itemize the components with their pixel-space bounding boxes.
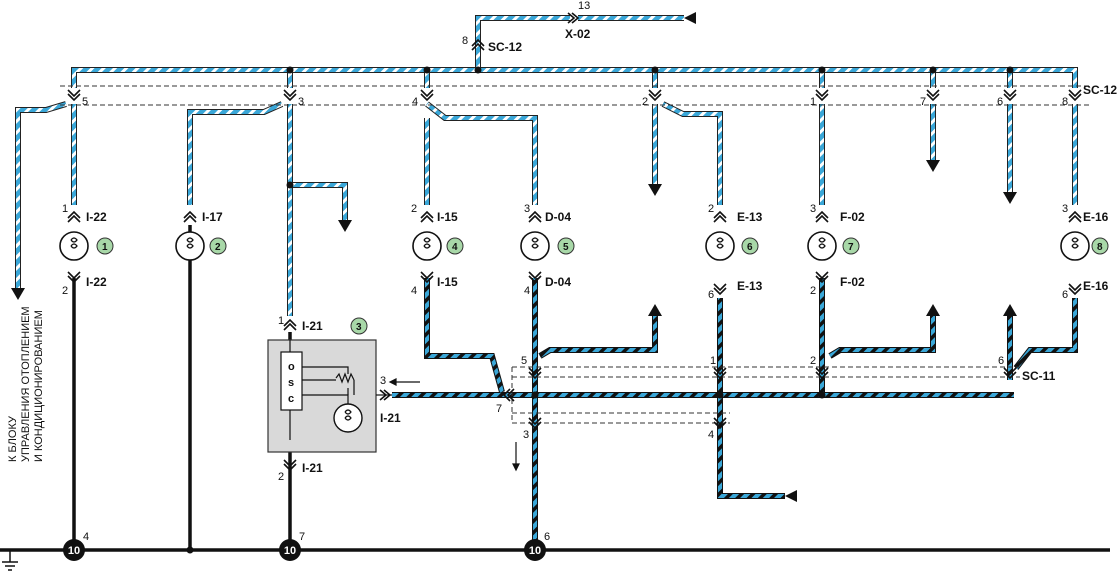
svg-text:5: 5: [521, 355, 527, 367]
svg-text:o: o: [288, 361, 295, 373]
svg-text:6: 6: [708, 289, 714, 301]
svg-text:5: 5: [82, 96, 88, 108]
svg-text:3: 3: [356, 322, 362, 333]
sc12-bus-name: SC-12: [1083, 83, 1117, 97]
svg-text:I-15: I-15: [437, 275, 458, 289]
svg-text:I-15: I-15: [437, 210, 458, 224]
svg-text:2: 2: [810, 355, 816, 367]
svg-text:I-22: I-22: [86, 210, 107, 224]
svg-text:7: 7: [848, 242, 854, 253]
svg-text:2: 2: [810, 285, 816, 297]
module-i21: [267, 317, 392, 453]
svg-text:3: 3: [523, 429, 529, 441]
svg-text:3: 3: [298, 96, 304, 108]
svg-text:2: 2: [278, 471, 284, 483]
connector-sc11-bus: [511, 366, 1020, 424]
sc11-labels: 5 1 2 6 7 3 4 SC-11: [496, 355, 1056, 441]
svg-text:1: 1: [102, 242, 108, 253]
svg-text:10: 10: [284, 545, 296, 557]
svg-text:I-21: I-21: [380, 411, 401, 425]
svg-text:6: 6: [1062, 289, 1068, 301]
wires-blue-white: [15, 15, 1078, 316]
svg-text:3: 3: [524, 203, 530, 215]
svg-text:2: 2: [411, 203, 417, 215]
svg-text:c: c: [288, 393, 294, 405]
sc12-top-pin: 8: [462, 35, 468, 47]
svg-text:4: 4: [452, 242, 458, 253]
x02-pin: 13: [578, 0, 590, 12]
svg-text:6: 6: [998, 355, 1004, 367]
svg-text:К БЛОКУ: К БЛОКУ: [7, 415, 19, 462]
wires-blue-black: [392, 278, 1078, 550]
svg-text:7: 7: [496, 403, 502, 415]
sc11-name: SC-11: [1022, 369, 1056, 383]
side-caption: К БЛОКУ УПРАВЛЕНИЯ ОТОПЛЕНИЕМ И КОНДИЦИО…: [7, 306, 45, 462]
svg-text:F-02: F-02: [840, 210, 865, 224]
connector-chevrons: [67, 12, 1082, 472]
lamp-symbols: [59, 231, 1090, 261]
svg-text:E-16: E-16: [1083, 279, 1109, 293]
svg-text:I-21: I-21: [302, 461, 323, 475]
svg-text:И КОНДИЦИОНИРОВАНИЕМ: И КОНДИЦИОНИРОВАНИЕМ: [33, 310, 45, 462]
module-labels: 1 I-21 3 3 I-21 2 I-21 o s c: [278, 315, 401, 483]
svg-text:6: 6: [544, 531, 550, 543]
signal-direction-arrows: [388, 378, 520, 472]
lamp-filaments: [70, 237, 1079, 249]
bus-pin-labels: 5 3 4 2 1 7 6 8 SC-12: [82, 83, 1117, 108]
ground-symbols: [2, 539, 546, 571]
svg-text:I-22: I-22: [86, 275, 107, 289]
svg-text:4: 4: [412, 96, 418, 108]
svg-text:6: 6: [997, 96, 1003, 108]
svg-text:4: 4: [708, 429, 714, 441]
ground-labels: 10 10 10 4 7 6: [68, 531, 550, 557]
sc12-top-name: SC-12: [488, 40, 522, 54]
svg-text:5: 5: [563, 242, 569, 253]
svg-text:I-21: I-21: [302, 319, 323, 333]
svg-text:s: s: [288, 377, 294, 389]
svg-text:6: 6: [747, 242, 753, 253]
svg-text:7: 7: [299, 531, 305, 543]
svg-text:3: 3: [380, 375, 386, 387]
lamp-badges: [96, 237, 1109, 255]
svg-text:8: 8: [1097, 242, 1103, 253]
svg-text:1: 1: [278, 315, 284, 327]
svg-text:E-13: E-13: [737, 210, 763, 224]
svg-text:4: 4: [83, 531, 89, 543]
svg-text:1: 1: [810, 96, 816, 108]
svg-text:1: 1: [710, 355, 716, 367]
svg-text:10: 10: [68, 545, 80, 557]
svg-text:7: 7: [920, 96, 926, 108]
svg-text:8: 8: [1062, 96, 1068, 108]
arrow-heads: [11, 12, 1017, 502]
svg-text:4: 4: [524, 285, 530, 297]
svg-text:3: 3: [810, 203, 816, 215]
wires-ground: [0, 225, 1110, 552]
svg-text:D-04: D-04: [545, 210, 571, 224]
svg-text:2: 2: [708, 203, 714, 215]
svg-text:E-13: E-13: [737, 279, 763, 293]
svg-text:3: 3: [1062, 203, 1068, 215]
svg-text:2: 2: [62, 285, 68, 297]
svg-text:2: 2: [642, 96, 648, 108]
svg-text:F-02: F-02: [840, 275, 865, 289]
svg-text:10: 10: [529, 545, 541, 557]
svg-text:D-04: D-04: [545, 275, 571, 289]
connector-sc12-bus: [60, 85, 1090, 106]
svg-text:I-17: I-17: [202, 210, 223, 224]
lamp-labels: 1 I-22 1 2 I-22 I-17 2 2 I-15 4 4 I-15 3…: [62, 203, 1109, 301]
top-connector-labels: 13 8 SC-12 X-02: [462, 0, 591, 54]
svg-text:1: 1: [62, 203, 68, 215]
svg-text:E-16: E-16: [1083, 210, 1109, 224]
svg-text:2: 2: [215, 242, 221, 253]
svg-text:УПРАВЛЕНИЯ ОТОПЛЕНИЕМ: УПРАВЛЕНИЯ ОТОПЛЕНИЕМ: [20, 306, 32, 462]
x02-name: X-02: [565, 27, 591, 41]
svg-text:4: 4: [411, 285, 417, 297]
junction-dots: [186, 66, 1014, 554]
